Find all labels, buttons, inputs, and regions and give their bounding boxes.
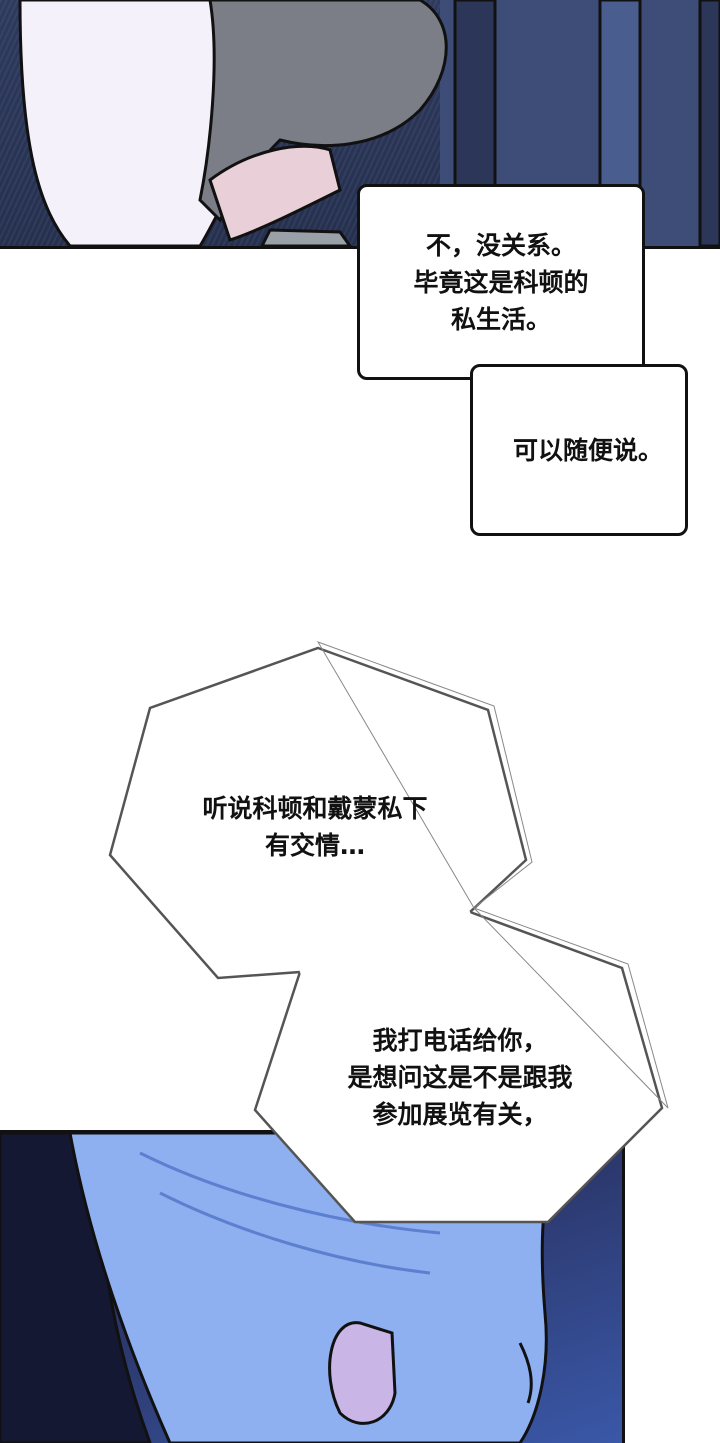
thought-bubble-1-text: 听说科顿和戴蒙私下 有交情… [150, 790, 480, 864]
thought-line: 参加展览有关， [372, 1100, 548, 1129]
speech-bubble-1: 不，没关系。 毕竟这是科顿的 私生活。 [357, 184, 645, 380]
dialogue-line: 可以随便说。 [512, 435, 663, 465]
dialogue-line: 毕竟这是科顿的 [413, 267, 589, 297]
comic-panel-bottom [0, 1130, 625, 1443]
thought-line: 是想问这是不是跟我 [347, 1063, 573, 1092]
dialogue-line: 不，没关系。 [425, 230, 576, 260]
speech-bubble-2: 可以随便说。 [470, 364, 688, 536]
thought-line: 有交情… [264, 831, 365, 860]
dialogue-line: 私生活。 [450, 304, 551, 334]
thought-bubble-2-text: 我打电话给你， 是想问这是不是跟我 参加展览有关， [300, 1022, 620, 1133]
thought-line: 我打电话给你， [372, 1026, 548, 1055]
thought-line: 听说科顿和戴蒙私下 [202, 794, 428, 823]
speech-bubble-1-text: 不，没关系。 毕竟这是科顿的 私生活。 [413, 227, 588, 338]
face-closeup-art [0, 1133, 562, 1443]
